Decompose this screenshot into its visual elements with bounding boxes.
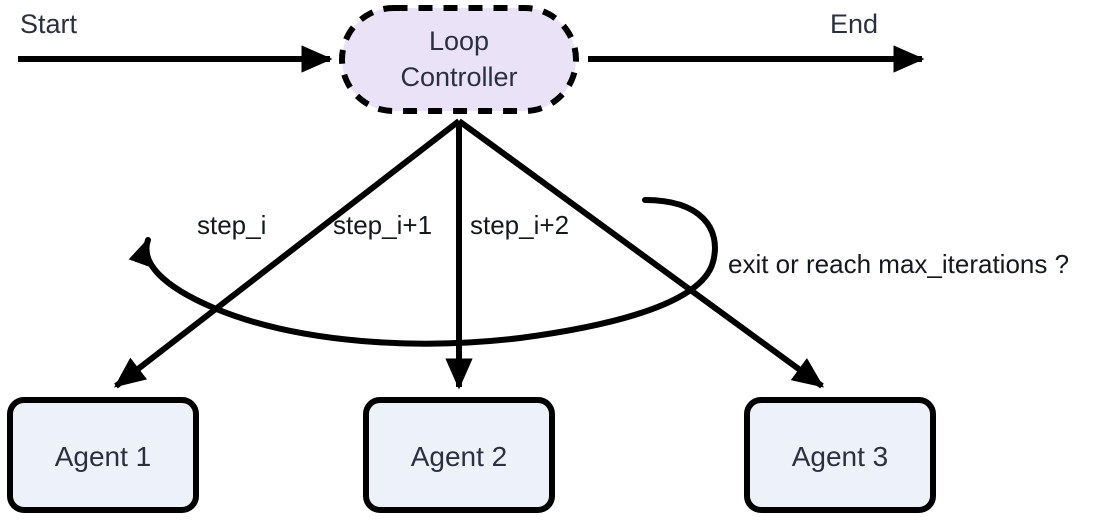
loop-controller-node[interactable]	[339, 5, 579, 114]
agent-1-node[interactable]	[7, 397, 199, 513]
edge-controller-to-agent-1	[114, 118, 461, 389]
edge-feedback-loop	[128, 197, 718, 347]
agent-2-node[interactable]	[363, 397, 555, 513]
edge-controller-to-agent-3	[457, 118, 825, 389]
agent-3-node[interactable]	[744, 397, 936, 513]
